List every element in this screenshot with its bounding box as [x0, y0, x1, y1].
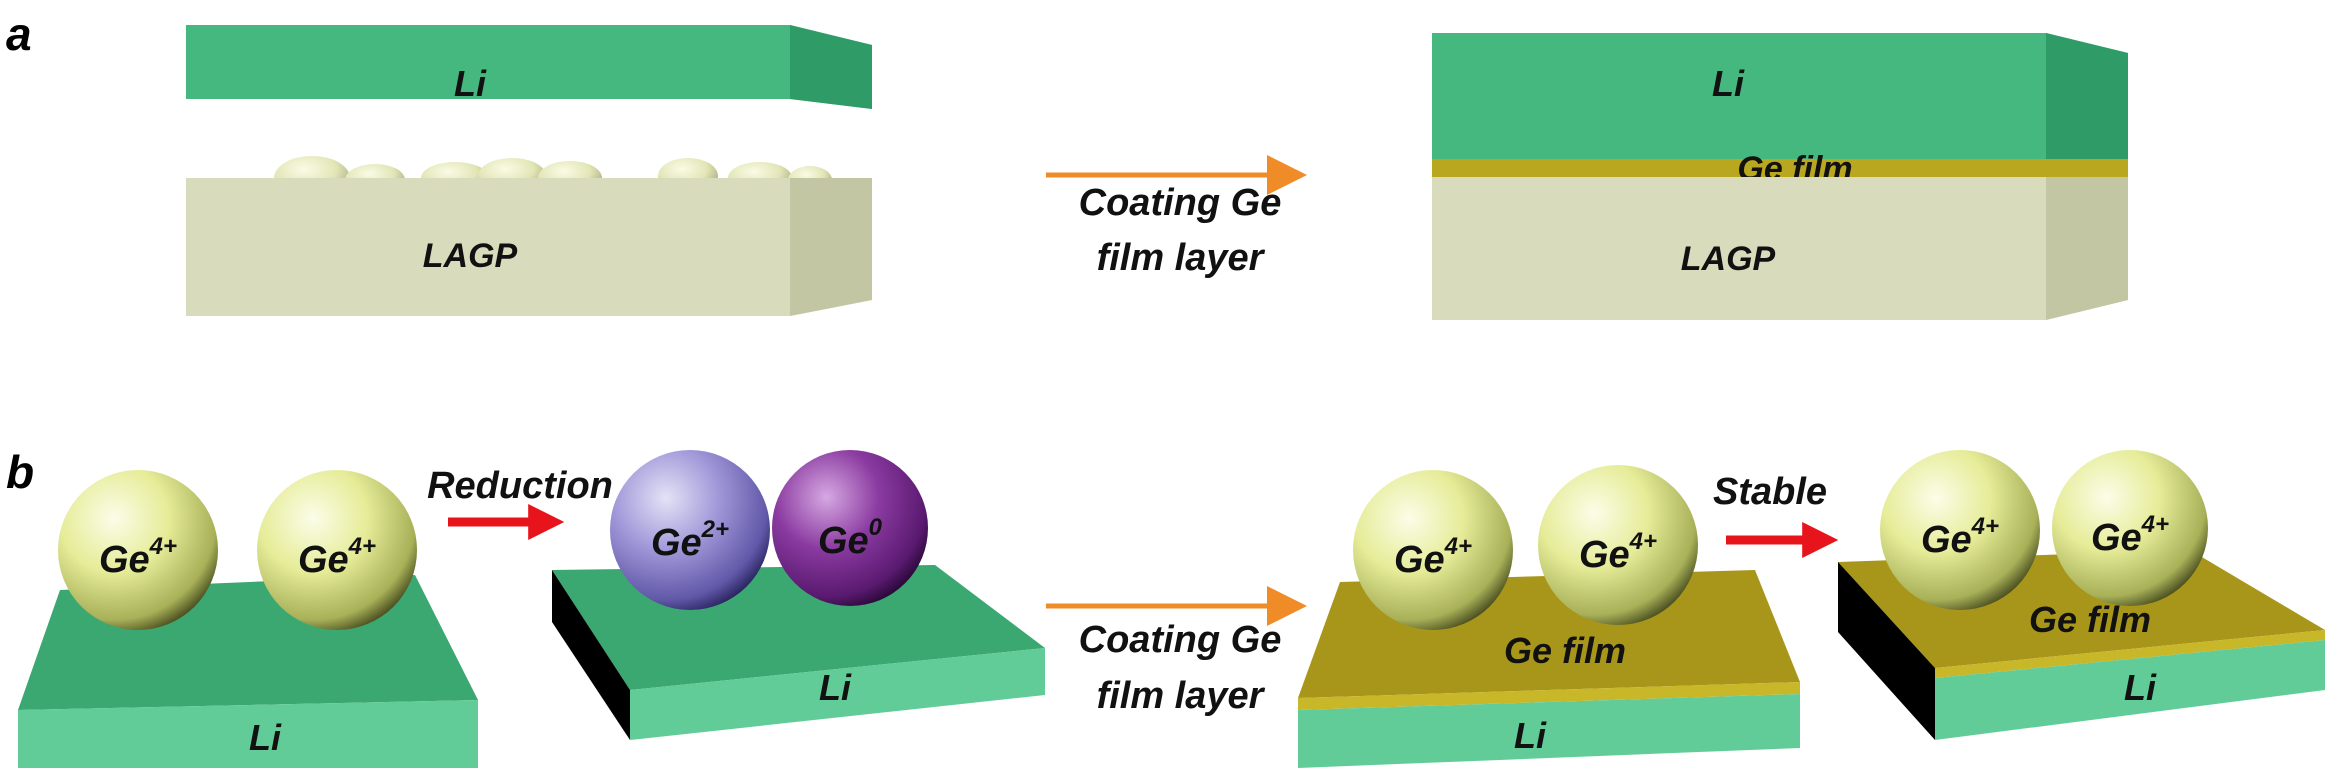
li-label-left: Li — [454, 63, 487, 104]
li-label-stage1: Li — [249, 717, 282, 758]
lagp-slab-right — [1432, 177, 2128, 320]
coating-label-a-line2: film layer — [1097, 237, 1266, 279]
svg-text:Ge0: Ge0 — [818, 514, 883, 562]
svg-text:Ge4+: Ge4+ — [298, 533, 376, 581]
li-label-stage4: Li — [2124, 667, 2157, 708]
stable-label: Stable — [1713, 471, 1827, 513]
li-plate-stage2 — [552, 565, 1045, 740]
ge4-sphere-stage3-a: Ge4+ — [1353, 470, 1513, 630]
li-slab-right — [1432, 33, 2128, 159]
li-slab-left — [186, 25, 872, 109]
svg-text:Ge4+: Ge4+ — [1921, 513, 1999, 561]
ge-film-label-stage3: Ge film — [1504, 630, 1626, 671]
coating-label-b-line1: Coating Ge — [1079, 619, 1282, 661]
li-label-right: Li — [1712, 63, 1745, 104]
coating-label-a-line1: Coating Ge — [1079, 182, 1282, 224]
svg-text:Ge4+: Ge4+ — [1579, 528, 1657, 576]
ge-film-plate-stage3 — [1298, 570, 1800, 768]
ge4-sphere-stage4-a: Ge4+ — [1880, 450, 2040, 610]
panel-letter-b: b — [6, 446, 34, 498]
panel-letter-a: a — [6, 8, 32, 60]
svg-text:Ge4+: Ge4+ — [99, 533, 177, 581]
ge-film-layer-a — [1432, 159, 2128, 177]
ge4-sphere-stage1-b: Ge4+ — [257, 470, 417, 630]
ge4-sphere-stage3-b: Ge4+ — [1538, 465, 1698, 625]
lagp-label-right: LAGP — [1681, 240, 1776, 278]
coating-label-b-line2: film layer — [1097, 675, 1266, 717]
reduction-label: Reduction — [427, 465, 613, 507]
ge4-sphere-stage4-b: Ge4+ — [2052, 450, 2208, 606]
li-label-stage3: Li — [1514, 715, 1547, 756]
svg-text:Ge4+: Ge4+ — [1394, 533, 1472, 581]
lagp-slab-left — [186, 178, 872, 316]
ge2-sphere-stage2: Ge2+ — [610, 450, 770, 610]
svg-text:Ge2+: Ge2+ — [651, 516, 729, 564]
li-label-stage2: Li — [819, 667, 852, 708]
svg-text:Ge4+: Ge4+ — [2091, 511, 2169, 559]
ge0-sphere-stage2: Ge0 — [772, 450, 928, 606]
lagp-label-left: LAGP — [423, 237, 518, 275]
ge4-sphere-stage1-a: Ge4+ — [58, 470, 218, 630]
